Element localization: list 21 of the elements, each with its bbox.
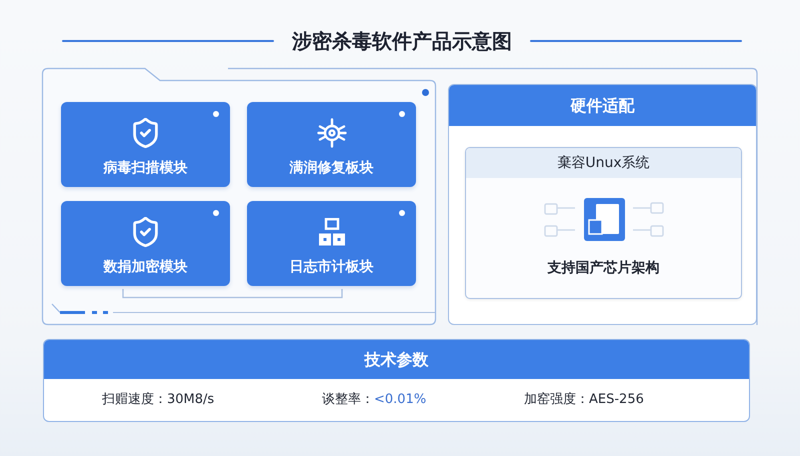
module-label: 满润修复板块 [290, 158, 374, 178]
compat-card [465, 147, 742, 299]
param-value: <0.01% [374, 391, 426, 409]
panel-subtitle: 棄容Unux系统 [557, 154, 650, 173]
param-text: 加窑强度：AES-256 [524, 391, 644, 409]
panel-title: 硬件适配 [570, 94, 634, 116]
panel-title: 技术参数 [364, 348, 428, 370]
diagram-title: 涉密杀毒软件产品示意图 [292, 28, 512, 55]
chip-caption: 支持国产芯片架构 [548, 259, 660, 278]
param-text: 谈整率： [322, 391, 374, 409]
module-card [61, 102, 230, 187]
params-panel [43, 339, 750, 422]
module-label: 日志市计板块 [290, 258, 374, 277]
module-card [247, 201, 416, 286]
module-label: 数捐加密模块 [104, 258, 188, 277]
module-card [247, 102, 416, 187]
module-panel [42, 68, 436, 325]
param-text: 扫赗速度：30M8/s [102, 391, 214, 409]
module-label: 病毒扫措模块 [104, 159, 188, 178]
hardware-panel [448, 84, 757, 325]
module-card [61, 201, 230, 286]
